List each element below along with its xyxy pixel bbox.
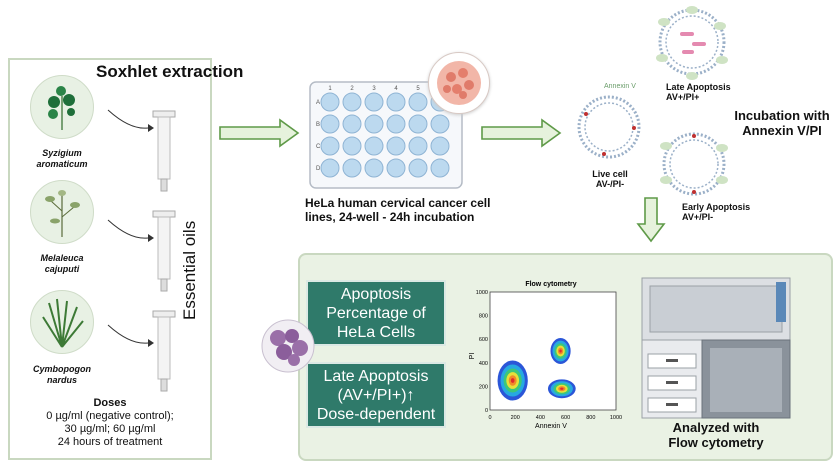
well xyxy=(408,158,428,178)
plate-col-label: 3 xyxy=(372,86,376,92)
cancer-cells-icon xyxy=(437,61,481,105)
well-plate: 123456ABCD xyxy=(309,81,463,189)
well xyxy=(386,158,406,178)
well xyxy=(430,114,450,134)
tube-1 xyxy=(152,110,176,192)
y-tick-label: 800 xyxy=(479,314,488,320)
plate-row-label: D xyxy=(316,166,321,172)
clove-icon xyxy=(48,86,75,130)
well xyxy=(386,114,406,134)
well xyxy=(342,136,362,156)
x-tick-label: 200 xyxy=(511,415,520,421)
citronella-plant-image xyxy=(30,290,94,354)
clove-plant-image xyxy=(30,75,94,139)
plot-title: Flow cytometry xyxy=(525,281,576,288)
plate-col-label: 1 xyxy=(328,86,332,92)
essential-oils-label: Essential oils xyxy=(180,220,199,320)
tube-3 xyxy=(152,310,176,392)
species-1-label: Syzigium aromaticum xyxy=(36,148,88,169)
y-tick-label: 1000 xyxy=(476,290,488,296)
well xyxy=(408,92,428,112)
arrow-to-staining xyxy=(481,118,562,148)
density-contour xyxy=(559,349,562,353)
well xyxy=(320,114,340,134)
population-cluster-3 xyxy=(547,379,576,399)
density-contour xyxy=(560,387,564,390)
population-cluster-1 xyxy=(497,360,528,401)
arrow-to-plate xyxy=(219,118,300,148)
flow-cytometer-machine xyxy=(641,277,791,419)
late-apoptosis-cell-icon xyxy=(656,6,728,80)
plate-row-label: C xyxy=(316,144,321,150)
species-2-label: Melaleuca cajuputi xyxy=(40,253,84,274)
early-apoptosis-label: Early Apoptosis AV+/PI- xyxy=(682,202,751,222)
well xyxy=(408,114,428,134)
annexin-v-label: Annexin V xyxy=(604,83,636,90)
plot-axes: 0 200 400 600 800 1000 0 200 400 600 800 1000 xyxy=(476,290,622,421)
well xyxy=(364,136,384,156)
well xyxy=(408,136,428,156)
plate-col-label: 2 xyxy=(350,86,354,92)
x-axis-label: Annexin V xyxy=(535,423,567,430)
y-axis-label: PI xyxy=(469,353,476,360)
well xyxy=(342,92,362,112)
species-3-label: Cymbopogon nardus xyxy=(33,364,91,385)
x-tick-label: 600 xyxy=(561,415,570,421)
apoptosis-percentage-box: Apoptosis Percentage of HeLa Cells xyxy=(306,280,446,346)
grass-icon xyxy=(42,298,84,348)
petri-dish xyxy=(428,52,490,114)
well xyxy=(364,158,384,178)
plate-row-label: B xyxy=(316,122,320,128)
well xyxy=(386,136,406,156)
y-tick-label: 400 xyxy=(479,361,488,367)
plate-row-label: A xyxy=(316,100,320,106)
x-tick-label: 400 xyxy=(536,415,545,421)
doses-block: Doses 0 µg/ml (negative control); 30 µg/… xyxy=(46,397,174,448)
well xyxy=(342,158,362,178)
well xyxy=(430,158,450,178)
incubation-label: Incubation with Annexin V/PI xyxy=(734,108,830,138)
well xyxy=(364,92,384,112)
well xyxy=(386,92,406,112)
extraction-arrows xyxy=(107,109,154,347)
x-tick-label: 800 xyxy=(586,415,595,421)
live-cell-icon xyxy=(577,95,641,159)
x-tick-label: 1000 xyxy=(610,415,622,421)
cajuput-plant-image xyxy=(30,180,94,244)
plate-caption: HeLa human cervical cancer cell lines, 2… xyxy=(305,196,491,224)
population-cluster-2 xyxy=(550,338,571,364)
hela-cells-icon xyxy=(261,319,315,373)
y-tick-label: 600 xyxy=(479,337,488,343)
early-apoptosis-cell-icon xyxy=(660,132,728,196)
tube-2 xyxy=(152,210,176,292)
cajuput-icon xyxy=(45,190,80,237)
well xyxy=(364,114,384,134)
plate-col-label: 4 xyxy=(394,86,398,92)
plate-col-label: 5 xyxy=(416,86,420,92)
extraction-title: Soxhlet extraction xyxy=(96,62,244,81)
well xyxy=(430,136,450,156)
analyzed-label: Analyzed with Flow cytometry xyxy=(668,420,764,450)
y-tick-label: 0 xyxy=(485,408,488,414)
density-contour xyxy=(510,378,515,383)
y-tick-label: 200 xyxy=(479,384,488,390)
arrow-down-to-analysis xyxy=(636,197,666,243)
well xyxy=(320,136,340,156)
soxhlet-tubes xyxy=(152,110,176,392)
well xyxy=(320,158,340,178)
plot-clusters xyxy=(497,338,576,401)
late-apoptosis-label: Late Apoptosis AV+/PI+ xyxy=(666,82,731,102)
late-apoptosis-box: Late Apoptosis (AV+/PI+)↑ Dose-dependent xyxy=(306,362,446,428)
x-tick-label: 0 xyxy=(488,415,491,421)
well xyxy=(342,114,362,134)
flow-cytometry-plot: Flow cytometry PI Annexin V 0 200 400 600 80… xyxy=(469,281,622,430)
well xyxy=(320,92,340,112)
live-cell-label: Live cell AV-/PI- xyxy=(592,169,628,189)
